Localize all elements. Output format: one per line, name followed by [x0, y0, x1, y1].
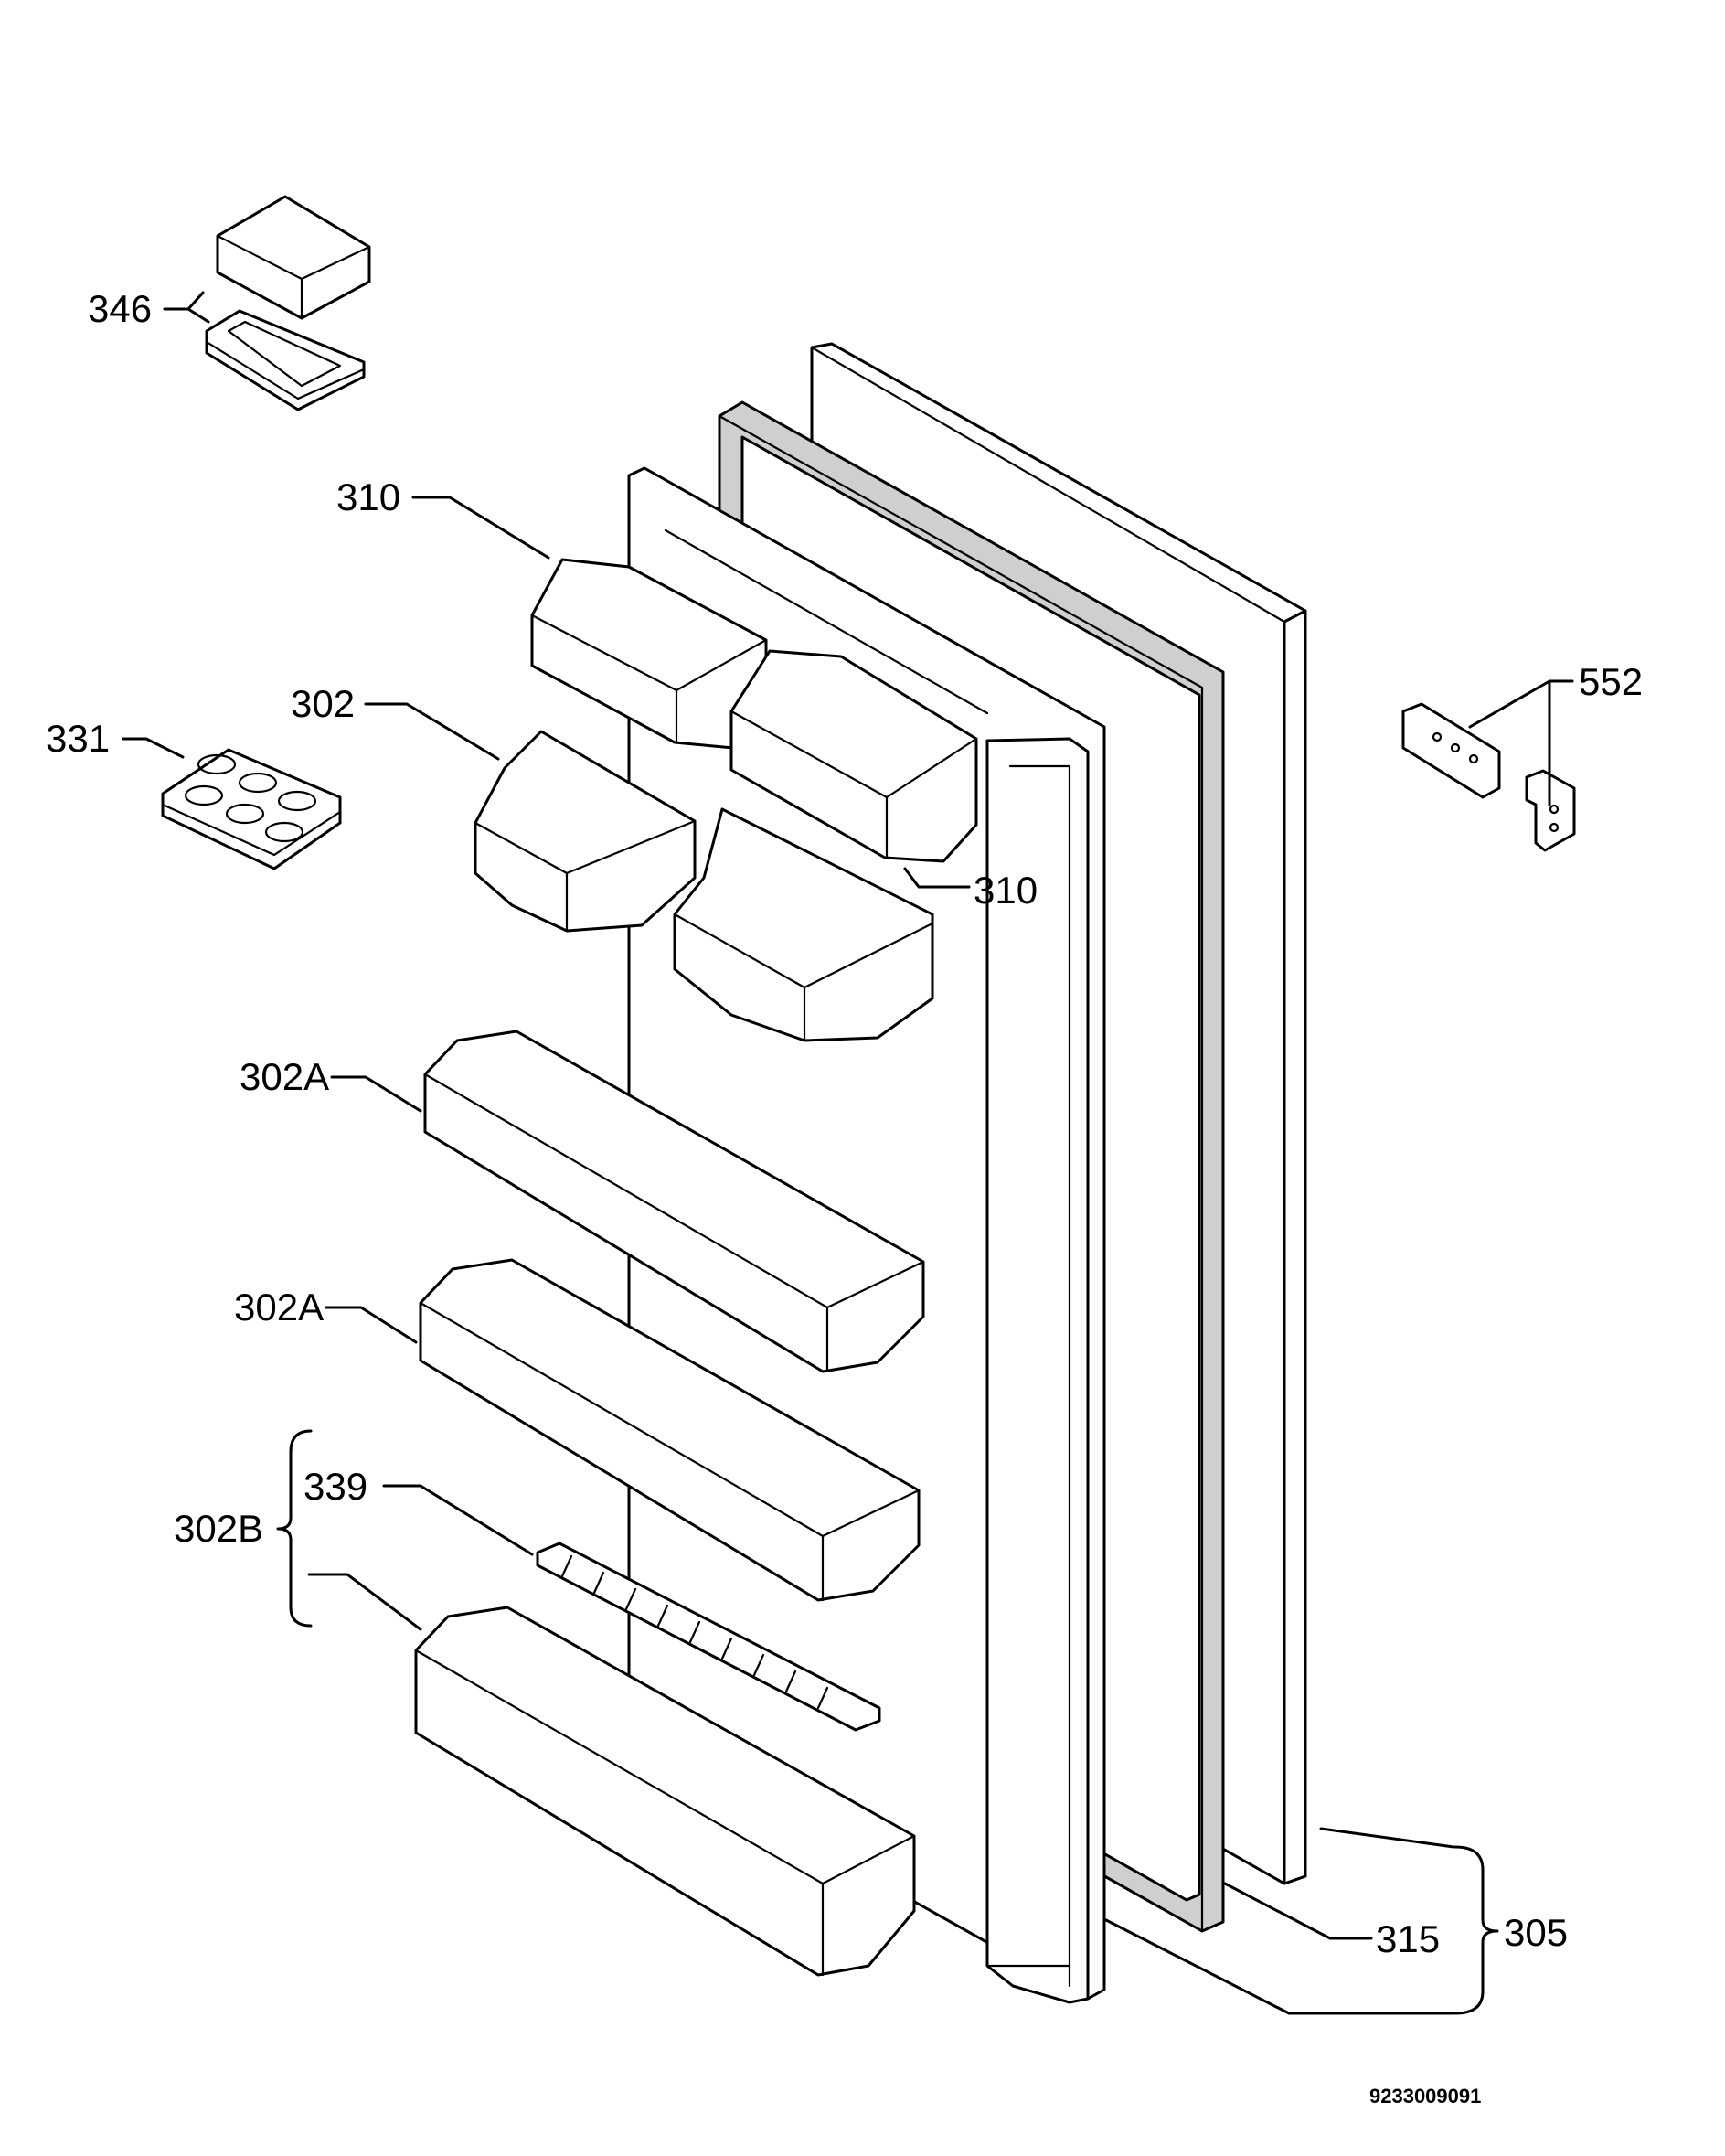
part-339-bottle-rack — [536, 1542, 881, 1732]
callout-315: 315 — [1376, 1917, 1440, 1960]
brace-305 — [1453, 1845, 1499, 2015]
document-number: 9233009091 — [1369, 2085, 1481, 2108]
part-331-egg-tray — [161, 748, 342, 870]
part-302-bin-right — [673, 807, 934, 1042]
callout-552: 552 — [1579, 660, 1643, 703]
callout-302b: 302B — [174, 1507, 263, 1550]
callout-302a-lower: 302A — [234, 1286, 324, 1329]
part-552-hinge-bracket — [1525, 769, 1576, 852]
part-302a-shelf-lower — [419, 1258, 921, 1602]
part-310-dairy-lid-right — [729, 649, 978, 863]
brace-302b — [276, 1429, 313, 1628]
callout-310-mid: 310 — [974, 869, 1038, 912]
callout-310-top: 310 — [336, 475, 400, 518]
callout-339: 339 — [303, 1465, 367, 1508]
callout-302: 302 — [291, 682, 355, 725]
part-552-hinge-plate — [1401, 702, 1501, 799]
part-302-bin-left — [474, 730, 697, 933]
callout-331: 331 — [46, 717, 110, 760]
leader-lines — [122, 291, 1574, 2015]
callout-305: 305 — [1504, 1911, 1568, 1954]
callout-346: 346 — [88, 287, 152, 330]
part-302a-shelf-upper — [423, 1030, 925, 1373]
callout-302a-upper: 302A — [240, 1055, 329, 1098]
part-346-box — [216, 195, 371, 320]
part-302b-shelf — [414, 1606, 916, 1977]
part-346-tray — [205, 309, 366, 411]
